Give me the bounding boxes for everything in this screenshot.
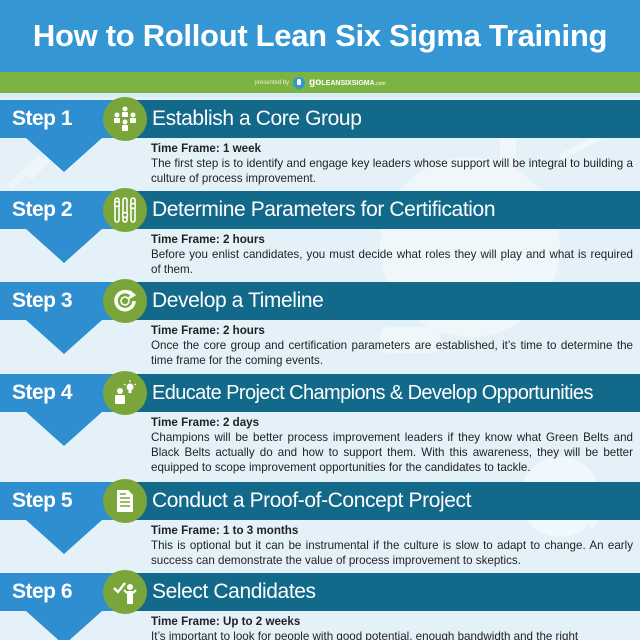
step-label: Step 1 xyxy=(12,107,73,130)
step-label: Step 5 xyxy=(12,489,73,512)
person-lightbulb-icon xyxy=(103,371,147,415)
step-body: Time Frame: 2 hours Once the core group … xyxy=(151,320,633,368)
brand-go: go xyxy=(309,77,322,88)
presented-by-bar: presented by goLEANSIXSIGMA.com xyxy=(0,72,640,93)
step-header: Step 6 Select Candidates xyxy=(0,570,640,640)
step-description: Before you enlist candidates, you must d… xyxy=(151,248,633,276)
step-description: The first step is to identify and engage… xyxy=(151,157,633,185)
brand-logo[interactable]: goLEANSIXSIGMA.com xyxy=(309,77,385,88)
step-title: Develop a Timeline xyxy=(152,289,324,312)
down-arrow-icon xyxy=(26,611,102,640)
page-title: How to Rollout Lean Six Sigma Training xyxy=(32,18,608,53)
step-title: Conduct a Proof-of-Concept Project xyxy=(152,489,472,512)
people-group-icon xyxy=(103,97,147,141)
step-label: Step 6 xyxy=(12,580,73,603)
step-description: Once the core group and certification pa… xyxy=(151,339,633,367)
step-title: Determine Parameters for Certification xyxy=(152,198,496,221)
divider-strip xyxy=(0,93,640,97)
person-checkmark-icon xyxy=(103,570,147,614)
step-5: Step 5 Conduct a Proof-of-Concept Projec… xyxy=(0,479,640,568)
step-description: This is optional but it can be instrumen… xyxy=(151,539,633,567)
lightbulb-logo-icon xyxy=(293,76,306,89)
time-frame: Time Frame: 1 to 3 months xyxy=(151,524,299,537)
title-banner: How to Rollout Lean Six Sigma Training xyxy=(0,0,640,72)
step-body: Time Frame: 1 to 3 months This is option… xyxy=(151,520,633,568)
brand-suffix: .com xyxy=(374,81,386,87)
step-body: Time Frame: 1 week The first step is to … xyxy=(151,138,633,186)
steps-container: Step 1 Establish a Core Group Time Frame… xyxy=(0,97,640,640)
step-title: Educate Project Champions & Develop Oppo… xyxy=(152,381,593,404)
step-6: Step 6 Select Candidates Time Frame: Up … xyxy=(0,570,640,640)
step-description: It’s important to look for people with g… xyxy=(151,630,579,640)
step-label: Step 2 xyxy=(12,198,73,221)
step-4: Step 4 Educate Project Champions & Devel… xyxy=(0,371,640,475)
step-3: Step 3 Develop a Timeline Time Frame: 2 … xyxy=(0,279,640,368)
document-icon xyxy=(103,479,147,523)
step-title: Establish a Core Group xyxy=(152,107,362,130)
step-header: Step 2 Determine Parameters for Certific… xyxy=(0,188,640,263)
step-1: Step 1 Establish a Core Group Time Frame… xyxy=(0,97,640,186)
step-label: Step 4 xyxy=(12,381,73,404)
step-header: Step 4 Educate Project Champions & Devel… xyxy=(0,371,640,446)
step-body: Time Frame: 2 hours Before you enlist ca… xyxy=(151,229,633,277)
down-arrow-icon xyxy=(26,138,102,172)
down-arrow-icon xyxy=(26,412,102,446)
presented-by-text: presented by xyxy=(254,79,290,86)
down-arrow-icon xyxy=(26,229,102,263)
down-arrow-icon xyxy=(26,520,102,554)
brand-name: LEANSIXSIGMA xyxy=(321,80,375,87)
step-label: Step 3 xyxy=(12,289,73,312)
time-frame: Time Frame: 2 hours xyxy=(151,233,265,246)
step-title: Select Candidates xyxy=(152,580,316,603)
time-frame: Time Frame: 1 week xyxy=(151,142,261,155)
time-frame: Time Frame: Up to 2 weeks xyxy=(151,615,301,628)
step-header: Step 3 Develop a Timeline xyxy=(0,279,640,354)
step-2: Step 2 Determine Parameters for Certific… xyxy=(0,188,640,277)
step-body: Time Frame: 2 days Champions will be bet… xyxy=(151,412,633,475)
step-header: Step 1 Establish a Core Group xyxy=(0,97,640,172)
down-arrow-icon xyxy=(26,320,102,354)
step-description: Champions will be better process improve… xyxy=(151,431,633,474)
time-frame: Time Frame: 2 hours xyxy=(151,324,265,337)
step-body: Time Frame: Up to 2 weeks It’s important… xyxy=(151,611,633,640)
refresh-target-icon xyxy=(103,279,147,323)
time-frame: Time Frame: 2 days xyxy=(151,416,260,429)
step-header: Step 5 Conduct a Proof-of-Concept Projec… xyxy=(0,479,640,554)
sliders-icon xyxy=(103,188,147,232)
